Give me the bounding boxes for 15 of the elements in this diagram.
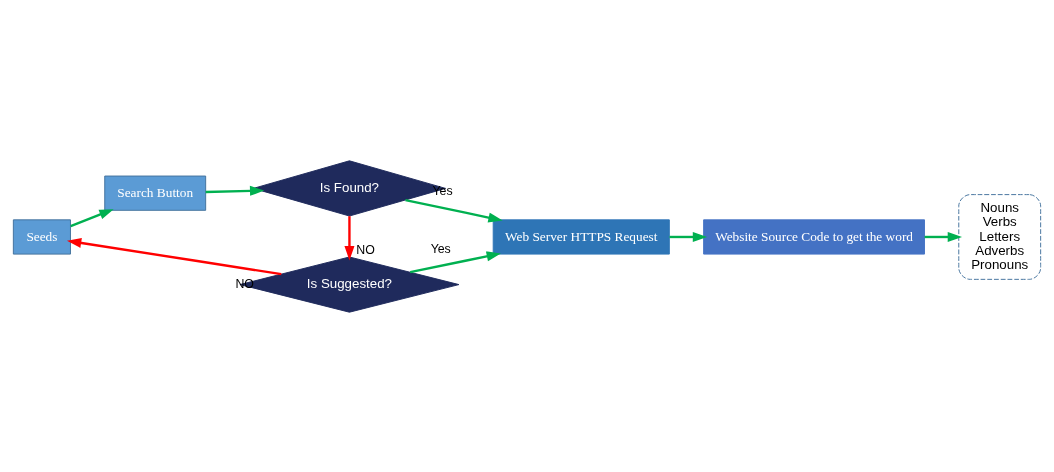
edge-label: NO <box>356 242 375 257</box>
node-box: Seeds <box>12 218 71 255</box>
arrow <box>66 237 282 275</box>
node-box: Web Server HTTPS Request <box>492 218 670 255</box>
arrow <box>405 198 503 222</box>
arrow <box>205 185 265 196</box>
arrow <box>409 250 501 273</box>
arrow <box>344 215 355 260</box>
node-box: Website Source Code to get the word <box>703 218 925 255</box>
edge-label: Yes <box>430 241 451 256</box>
node-box: Search Button <box>104 175 207 211</box>
arrow <box>924 231 962 242</box>
node-box: Nouns Verbs Letters Adverbs Pronouns <box>958 193 1042 280</box>
arrow <box>70 208 114 227</box>
arrow <box>669 231 708 242</box>
